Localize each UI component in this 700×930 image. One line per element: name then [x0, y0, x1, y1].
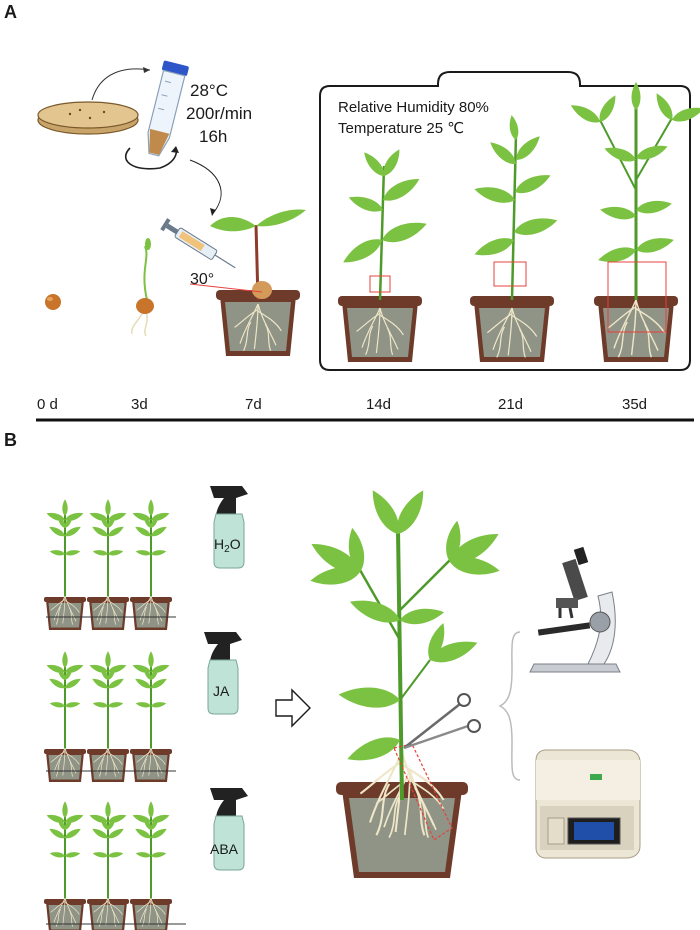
timeline-day35: 35d [622, 396, 647, 413]
chamber-humidity: Relative Humidity 80% [338, 99, 489, 116]
process-arrow-icon [275, 688, 311, 728]
seed-day0 [45, 294, 61, 310]
scissors-icon [403, 693, 481, 750]
plant-day14 [338, 146, 430, 362]
timeline-day21: 21d [498, 396, 523, 413]
chamber-temperature: Temperature 25 ℃ [338, 120, 464, 137]
sprayer-label-aba: ABA [210, 841, 239, 857]
seedling-day7 [210, 209, 306, 356]
condition-time: 16h [199, 127, 227, 146]
injection-angle-label: 30° [190, 271, 214, 288]
transfer-arrow-icon [91, 68, 151, 101]
sample-region-box-day35 [607, 261, 667, 333]
angle-reference-line [189, 283, 263, 293]
sample-region-box-day14 [369, 275, 391, 293]
germinating-seed-day3 [131, 238, 154, 337]
plant-group-h2o [44, 499, 176, 630]
timeline-day14: 14d [366, 396, 391, 413]
timeline-day7: 7d [245, 396, 262, 413]
shaking-arrow-icon [124, 147, 178, 170]
sprayer-aba-icon [209, 787, 249, 871]
culture-tube-icon [147, 60, 189, 157]
plant-group-aba [44, 801, 186, 930]
sprayer-label-ja: JA [213, 683, 230, 699]
sprayer-h2o-icon [209, 485, 249, 569]
growth-chamber-frame [319, 71, 691, 371]
plant-group-ja [44, 651, 176, 782]
qpcr-machine-icon [535, 749, 641, 859]
inoculation-arrow-icon [189, 159, 222, 213]
panel-b-letter: B [4, 430, 17, 450]
condition-temperature: 28°C [190, 81, 228, 100]
condition-speed: 200r/min [186, 104, 252, 123]
sample-region-box-day21 [493, 261, 527, 287]
timeline-day0: 0 d [37, 396, 58, 413]
sprayer-ja-icon [203, 631, 243, 715]
syringe-icon [160, 218, 236, 269]
analysis-brace [498, 631, 521, 781]
plant-day21 [470, 114, 560, 362]
timeline-day3: 3d [131, 396, 148, 413]
panel-a-letter: A [4, 2, 17, 22]
petri-dish-icon [37, 101, 139, 135]
microscope-icon [529, 546, 621, 673]
sprayer-label-h2o: H2O [214, 536, 241, 555]
plant-day35 [568, 82, 700, 362]
large-plant-sampling [307, 486, 503, 878]
